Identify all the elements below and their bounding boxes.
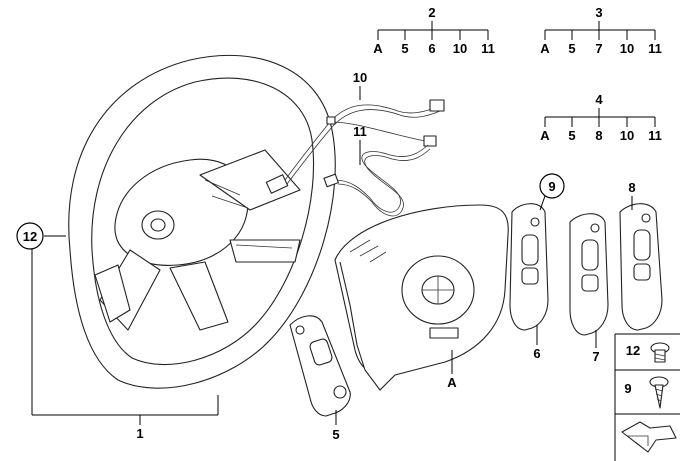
steering-wheel xyxy=(68,54,336,389)
multifunction-switch-6 xyxy=(509,203,549,331)
set-3-title: 3 xyxy=(595,5,602,20)
set-2-item-10: 10 xyxy=(453,41,467,56)
set-3-item-a: A xyxy=(540,41,550,56)
wiring-harness-11 xyxy=(323,144,431,217)
set-2-title: 2 xyxy=(428,5,435,20)
callout-9: 9 xyxy=(548,179,555,194)
set-3-item-11: 11 xyxy=(648,41,662,56)
multifunction-switch-7 xyxy=(569,213,609,336)
callout-1: 1 xyxy=(136,426,143,441)
torx-bolt-icon xyxy=(650,342,670,363)
callout-8: 8 xyxy=(628,180,635,195)
callout-7: 7 xyxy=(592,349,599,364)
multifunction-switch-8 xyxy=(619,203,663,331)
set-2-item-5: 5 xyxy=(401,41,408,56)
set-4-item-a: A xyxy=(540,128,550,143)
set-3-item-5: 5 xyxy=(568,41,575,56)
callout-6: 6 xyxy=(533,346,540,361)
arrow-icon xyxy=(621,421,677,453)
multifunction-switch-5 xyxy=(289,315,351,417)
self-tapping-screw-icon xyxy=(649,376,669,409)
set-4-item-5: 5 xyxy=(568,128,575,143)
callout-12: 12 xyxy=(23,229,37,244)
set-bracket-3 xyxy=(544,21,656,40)
set-bracket-2 xyxy=(377,21,489,40)
set-3-item-10: 10 xyxy=(620,41,634,56)
callout-a: A xyxy=(447,375,457,390)
hardware-9-label: 9 xyxy=(624,381,631,396)
set-2-item-6: 6 xyxy=(428,41,435,56)
airbag-module xyxy=(334,204,509,391)
set-4-item-10: 10 xyxy=(620,128,634,143)
hardware-box xyxy=(614,333,680,461)
set-bracket-4 xyxy=(544,108,656,127)
hardware-12-label: 12 xyxy=(626,343,640,358)
wiring-harness-10 xyxy=(265,99,445,194)
set-3-item-7: 7 xyxy=(595,41,602,56)
set-2-item-a: A xyxy=(373,41,383,56)
callout-9-circle xyxy=(539,173,565,199)
callout-12-circle xyxy=(16,222,44,250)
set-4-item-11: 11 xyxy=(648,128,662,143)
callout-10: 10 xyxy=(353,70,367,85)
set-4-item-8: 8 xyxy=(595,128,602,143)
callout-11: 11 xyxy=(353,124,367,139)
leader-lines xyxy=(31,86,633,425)
set-2-item-11: 11 xyxy=(481,41,495,56)
set-4-title: 4 xyxy=(595,92,603,107)
callout-5: 5 xyxy=(332,427,339,442)
